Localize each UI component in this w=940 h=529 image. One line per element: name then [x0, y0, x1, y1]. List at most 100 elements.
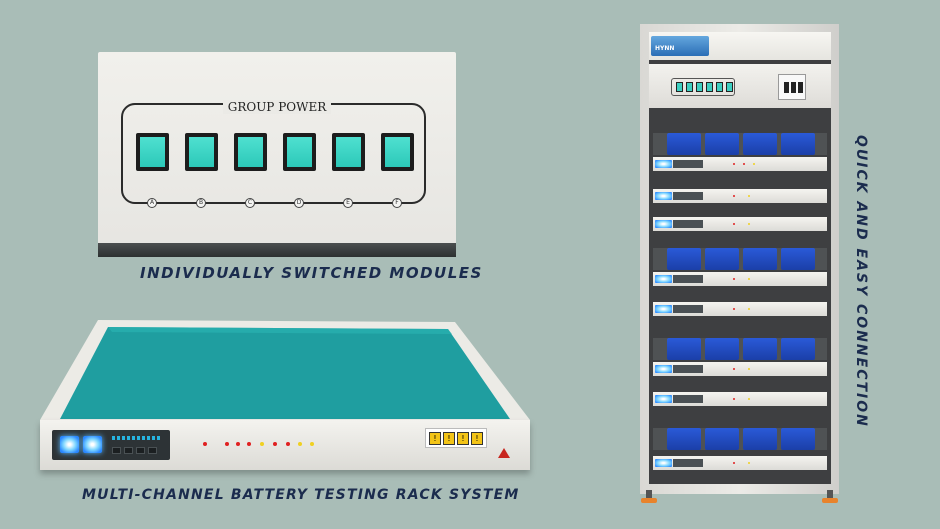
drawer-display [673, 395, 703, 403]
battery-shelf [653, 338, 827, 360]
control-key[interactable] [148, 447, 157, 454]
caption-modules: INDIVIDUALLY SWITCHED MODULES [140, 264, 483, 282]
status-led-red [203, 442, 207, 446]
power-switch-e[interactable] [332, 133, 365, 171]
power-switch-icon [140, 137, 165, 167]
battery-cell-icon [781, 338, 815, 360]
indicator-button-1[interactable] [60, 436, 79, 453]
power-switch-icon [238, 137, 263, 167]
battery-cell-icon [743, 428, 777, 450]
battery-cell-icon [743, 338, 777, 360]
group-power-title: GROUP POWER [98, 96, 456, 115]
indicator-light [655, 192, 672, 200]
test-drawer[interactable] [653, 456, 827, 470]
battery-cell-icon [781, 133, 815, 155]
status-led [733, 278, 735, 280]
indicator-light [655, 220, 672, 228]
level-led [142, 436, 145, 440]
battery-cell-icon [781, 248, 815, 270]
status-led [753, 163, 755, 165]
control-key[interactable] [124, 447, 133, 454]
test-drawer[interactable] [653, 217, 827, 231]
power-switch-b[interactable] [185, 133, 218, 171]
drawer-display [673, 275, 703, 283]
status-led [733, 368, 735, 370]
caption-connection: QUICK AND EASY CONNECTION [853, 135, 869, 428]
power-switch-icon[interactable] [716, 82, 723, 92]
power-switch-f[interactable] [381, 133, 414, 171]
level-led [117, 436, 120, 440]
indicator-light [655, 305, 672, 313]
drawer-display [673, 220, 703, 228]
indicator-button-2[interactable] [83, 436, 102, 453]
battery-cell-icon [705, 248, 739, 270]
switch-label-d: D [294, 198, 304, 208]
level-led [157, 436, 160, 440]
power-switch-icon [189, 137, 214, 167]
breaker-lever[interactable] [798, 82, 803, 93]
status-led [743, 163, 745, 165]
control-key[interactable] [112, 447, 121, 454]
status-led [748, 195, 750, 197]
rack-foot [822, 490, 838, 504]
control-key[interactable] [136, 447, 145, 454]
test-drawer[interactable] [653, 302, 827, 316]
power-switch-icon[interactable] [676, 82, 683, 92]
brand-logo: HYNN [651, 36, 709, 56]
status-led-red [286, 442, 290, 446]
battery-cell-icon [667, 338, 701, 360]
battery-shelf [653, 428, 827, 450]
drawer-display [673, 160, 703, 168]
rack-foot [641, 490, 657, 504]
test-drawer[interactable] [653, 189, 827, 203]
status-led-red [273, 442, 277, 446]
power-switch-icon[interactable] [706, 82, 713, 92]
status-led-yellow [310, 442, 314, 446]
breaker-lever[interactable] [791, 82, 796, 93]
battery-shelf [653, 133, 827, 155]
status-led [748, 223, 750, 225]
breaker-lever[interactable] [784, 82, 789, 93]
indicator-light [655, 365, 672, 373]
level-led [112, 436, 115, 440]
test-drawer[interactable] [653, 272, 827, 286]
warning-sign-icon: ! [471, 432, 483, 445]
tray-surface-highlight [108, 327, 452, 334]
tray-control-display [52, 430, 170, 460]
circuit-breaker[interactable] [778, 74, 806, 100]
test-drawer[interactable] [653, 392, 827, 406]
status-led [748, 278, 750, 280]
panel-base-strip [98, 243, 456, 257]
level-led [152, 436, 155, 440]
status-led [748, 368, 750, 370]
power-switch-icon[interactable] [686, 82, 693, 92]
caption-rack-system: MULTI-CHANNEL BATTERY TESTING RACK SYSTE… [82, 487, 520, 503]
power-switch-icon[interactable] [726, 82, 733, 92]
indicator-light [655, 275, 672, 283]
tray-front-panel: ! ! ! ! [40, 420, 530, 470]
battery-cell-icon [667, 133, 701, 155]
level-led [122, 436, 125, 440]
level-led [147, 436, 150, 440]
status-led [748, 462, 750, 464]
switch-label-b: B [196, 198, 206, 208]
power-switch-c[interactable] [234, 133, 267, 171]
switch-label-c: C [245, 198, 255, 208]
switch-label-f: F [392, 198, 402, 208]
group-power-title-text: GROUP POWER [222, 100, 332, 114]
battery-cell-icon [667, 248, 701, 270]
power-switch-d[interactable] [283, 133, 316, 171]
power-switch-icon[interactable] [696, 82, 703, 92]
rack-power-panel [649, 64, 831, 108]
power-switch-a[interactable] [136, 133, 169, 171]
warning-triangle-icon [498, 448, 510, 458]
battery-cell-icon [705, 428, 739, 450]
test-drawer[interactable] [653, 362, 827, 376]
level-led [127, 436, 130, 440]
status-led [748, 308, 750, 310]
status-led [733, 195, 735, 197]
test-drawer[interactable] [653, 157, 827, 171]
battery-cell-icon [743, 133, 777, 155]
battery-cell-icon [705, 133, 739, 155]
